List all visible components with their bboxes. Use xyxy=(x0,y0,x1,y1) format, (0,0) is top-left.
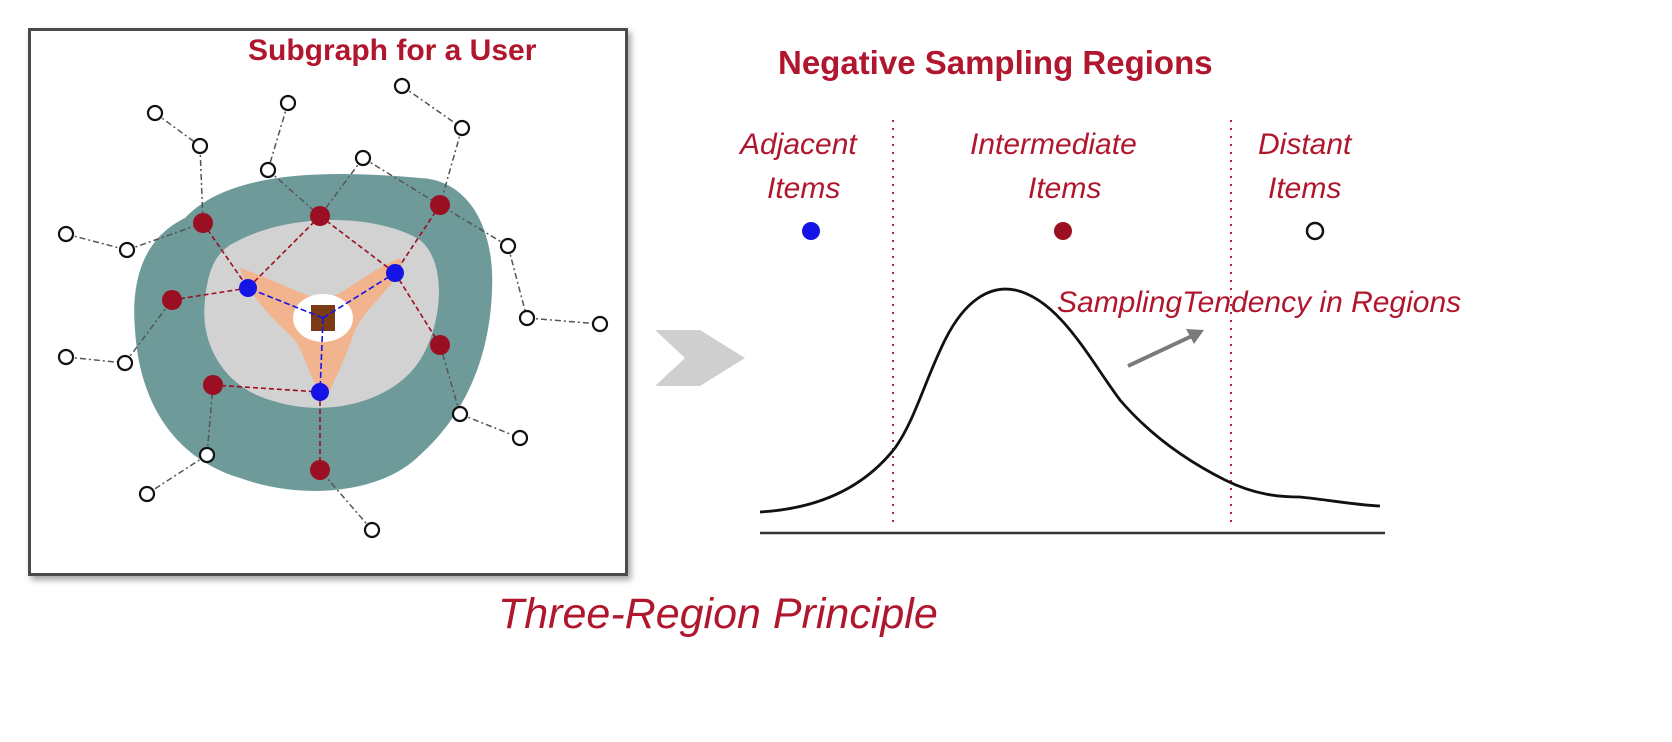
intermediate-item-dot xyxy=(1054,222,1072,240)
distant-node xyxy=(118,241,136,259)
intermediate-node xyxy=(162,290,182,310)
distant-node xyxy=(259,161,277,179)
intermediate-edges xyxy=(171,204,441,470)
distant-node xyxy=(393,77,411,95)
label-arrow-head xyxy=(1186,329,1204,344)
adjacent-node xyxy=(239,279,257,297)
intermediate-node xyxy=(310,206,330,226)
distant-node xyxy=(146,104,164,122)
adjacent-item-dot xyxy=(802,222,820,240)
regions-title: Negative Sampling Regions xyxy=(778,44,1213,81)
distant-node xyxy=(191,137,209,155)
distant-edges xyxy=(65,85,601,531)
adjacent-edges xyxy=(247,272,396,393)
intermediate-node xyxy=(193,213,213,233)
distant-nodes xyxy=(57,77,609,539)
distant-node xyxy=(198,446,216,464)
adjacent-label-line2: Items xyxy=(767,172,841,205)
intermediate-nodes xyxy=(162,195,450,480)
subgraph-title: Subgraph for a User xyxy=(248,34,537,67)
distant-node xyxy=(499,237,517,255)
label-arrow-shaft xyxy=(1127,334,1193,368)
chevron-right-arrow-icon xyxy=(655,330,745,386)
distant-node xyxy=(57,348,75,366)
distant-item-dot xyxy=(1305,221,1325,241)
adjacent-nodes xyxy=(239,264,404,401)
distant-label-line1: Distant xyxy=(1258,128,1352,161)
adjacent-node xyxy=(386,264,404,282)
distant-node xyxy=(116,354,134,372)
adjacent-label-line1: Adjacent xyxy=(740,128,857,161)
distant-node xyxy=(354,149,372,167)
intermediate-label-line1: Intermediate xyxy=(970,128,1137,161)
distant-node xyxy=(363,521,381,539)
intermediate-node xyxy=(310,460,330,480)
distant-node xyxy=(518,309,536,327)
sampling-tendency-curve xyxy=(759,287,1381,514)
distant-node xyxy=(453,119,471,137)
distant-node xyxy=(591,315,609,333)
caption: Three-Region Principle xyxy=(498,590,938,638)
intermediate-node xyxy=(430,195,450,215)
adjacent-node xyxy=(311,383,329,401)
intermediate-node xyxy=(203,375,223,395)
intermediate-node xyxy=(430,335,450,355)
distant-node xyxy=(511,429,529,447)
distant-node xyxy=(138,485,156,503)
distant-node xyxy=(451,405,469,423)
distant-node xyxy=(279,94,297,112)
distant-label-line2: Items xyxy=(1268,172,1342,205)
distant-node xyxy=(57,225,75,243)
intermediate-label-line2: Items xyxy=(1028,172,1102,205)
curve-label: SamplingTendency in Regions xyxy=(1057,286,1462,319)
